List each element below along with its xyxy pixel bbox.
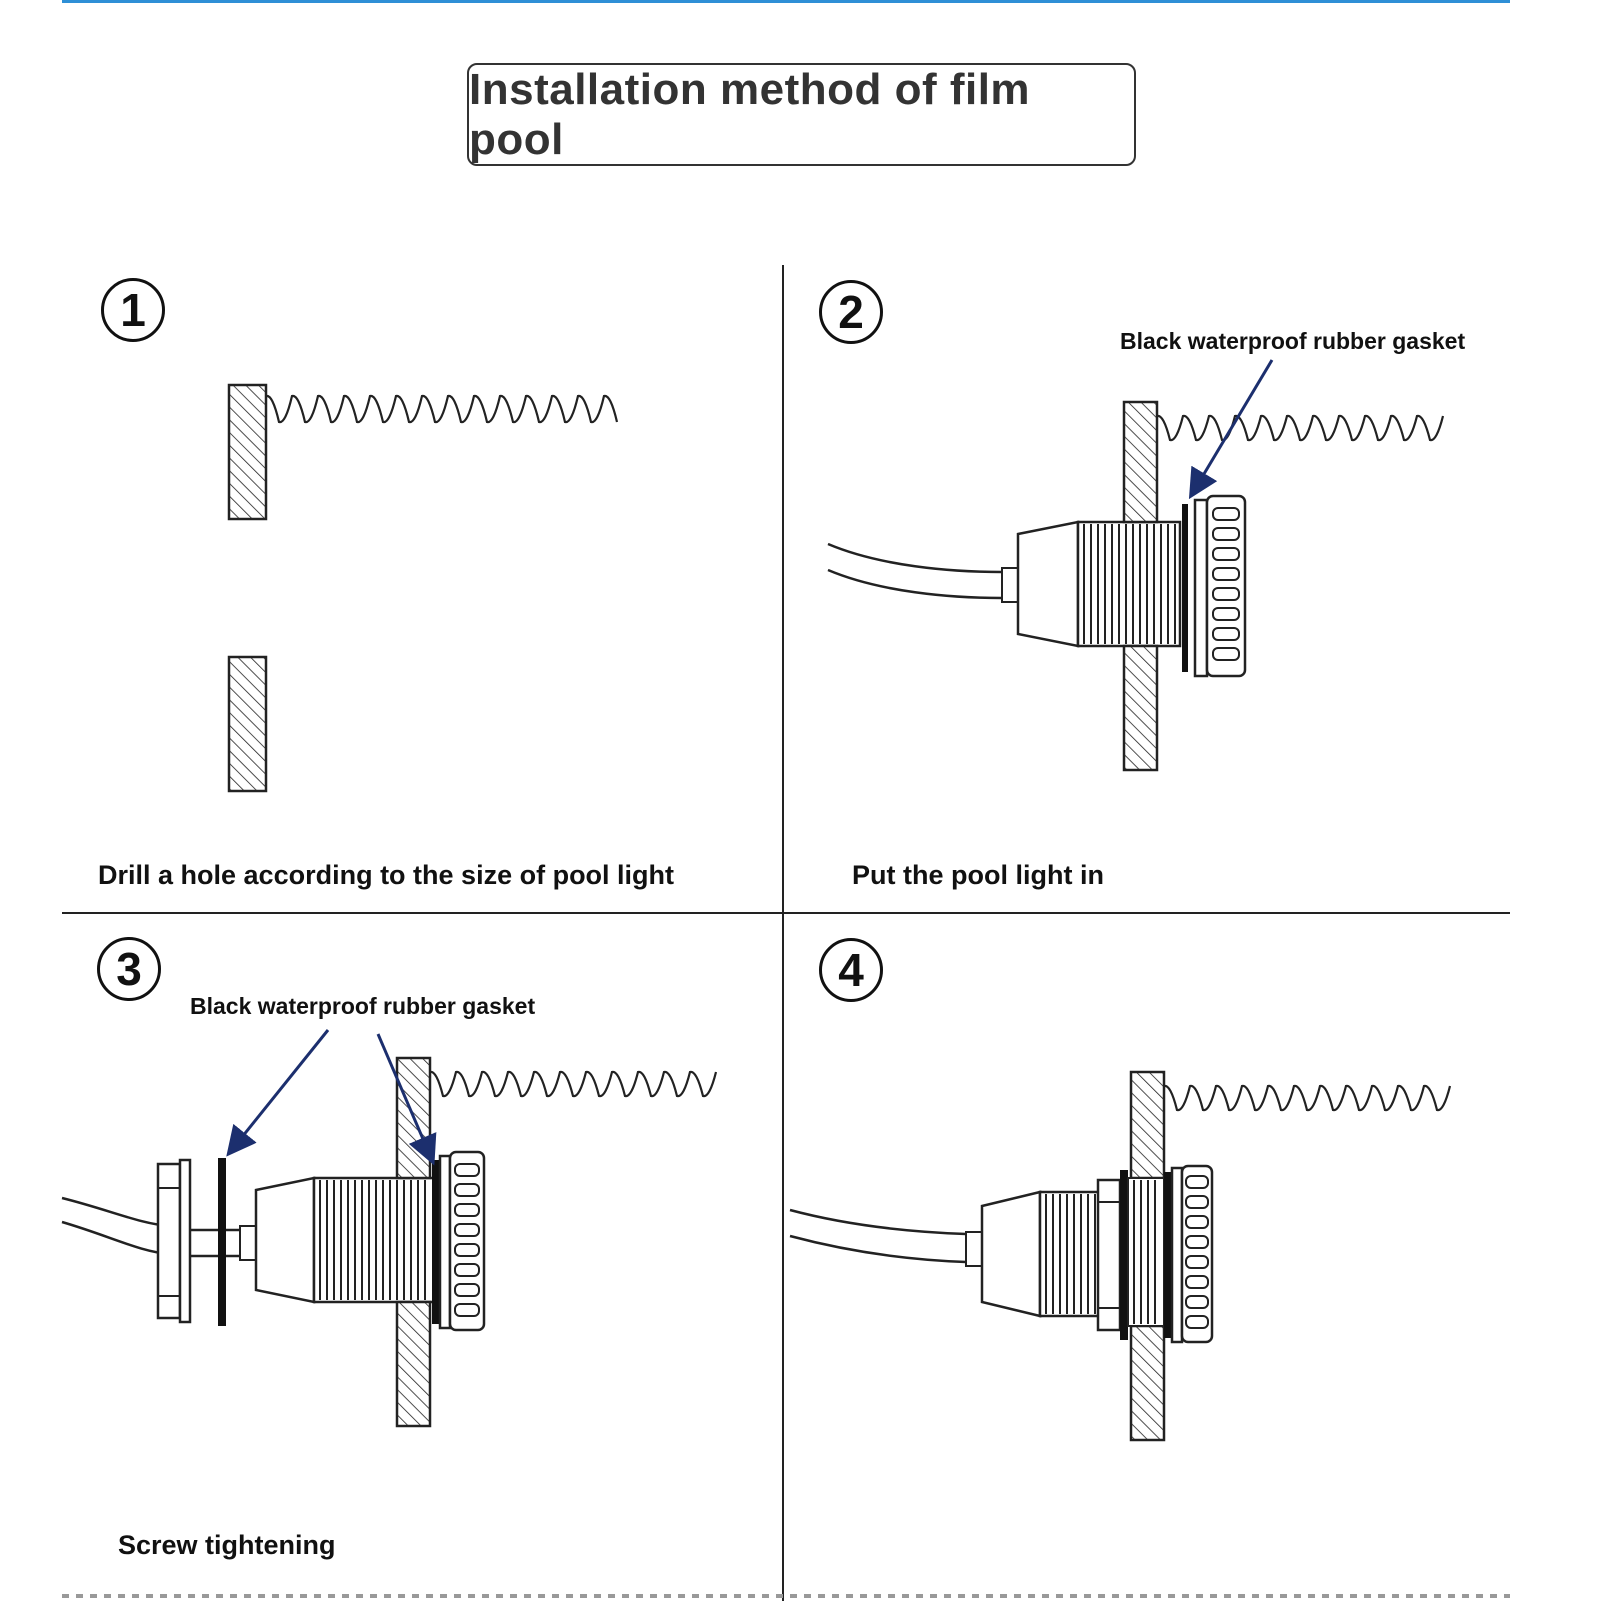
title-box: Installation method of film pool [467, 63, 1136, 166]
flange-teeth [454, 1163, 480, 1317]
cable-bottom [789, 1234, 967, 1264]
water-wave [429, 1070, 718, 1098]
step-3-number: 3 [97, 937, 161, 1001]
flange-tooth [454, 1263, 480, 1277]
light-body [1076, 520, 1182, 648]
light-threads [1045, 1194, 1096, 1314]
light-body [1038, 1190, 1102, 1318]
step-3-caption: Screw tightening [118, 1530, 336, 1560]
cable-top [61, 1196, 171, 1228]
flange-tooth [454, 1203, 480, 1217]
step-4-illustration [789, 1070, 1452, 1442]
wall-upper [1122, 400, 1159, 524]
flange-tooth [1185, 1295, 1209, 1309]
flange-tooth [1185, 1275, 1209, 1289]
flange-tooth [1185, 1175, 1209, 1189]
step-3-illustration [61, 1029, 718, 1428]
flange-tooth [454, 1223, 480, 1237]
flange-tooth [454, 1163, 480, 1177]
flange-tooth [1185, 1315, 1209, 1329]
step-2-illustration [827, 359, 1445, 772]
flange-tooth [1212, 587, 1240, 601]
flange-tooth [1212, 507, 1240, 521]
cable-bottom [827, 568, 1003, 600]
cable-top [789, 1208, 967, 1236]
vertical-divider [782, 265, 784, 1601]
locking-nut-rim [178, 1158, 192, 1324]
light-cone [254, 1176, 316, 1304]
rubber-gasket-rear [218, 1158, 226, 1326]
flange-tooth [1185, 1255, 1209, 1269]
gasket-arrow [1188, 359, 1274, 500]
gasket-arrow-front [376, 1033, 437, 1166]
step-1-caption: Drill a hole according to the size of po… [98, 860, 675, 890]
step-1-number: 1 [101, 278, 165, 342]
flange-tooth [1212, 627, 1240, 641]
flange-tooth [1212, 647, 1240, 661]
light-body [312, 1176, 436, 1304]
cable-top [827, 542, 1003, 574]
page-title: Installation method of film pool [469, 64, 1031, 164]
light-cone [980, 1190, 1042, 1318]
bottom-dashed-border [62, 1594, 1510, 1598]
flange-tooth [454, 1303, 480, 1317]
water-wave [1156, 414, 1445, 442]
step-2-gasket-label: Black waterproof rubber gasket [1120, 328, 1466, 354]
wall-lower [1122, 644, 1159, 772]
step-3-gasket-label: Black waterproof rubber gasket [190, 993, 536, 1019]
flange-teeth [1212, 507, 1240, 661]
wall-upper [227, 383, 268, 521]
flange-tooth [1185, 1235, 1209, 1249]
rubber-gasket [1182, 504, 1188, 672]
light-cone [1016, 520, 1080, 648]
wall-lower [395, 1300, 432, 1428]
cable-bottom [61, 1220, 171, 1256]
step-1-illustration [227, 383, 619, 793]
water-wave [265, 394, 619, 424]
flange-tooth [454, 1283, 480, 1297]
flange-tooth [1212, 547, 1240, 561]
wall-lower [1129, 1324, 1166, 1442]
step-2-number: 2 [819, 280, 883, 344]
flange-tooth [1185, 1215, 1209, 1229]
rubber-gasket-front [1164, 1172, 1172, 1338]
flange-tooth [1212, 607, 1240, 621]
flange-ring [1193, 498, 1209, 678]
light-threads [319, 1180, 426, 1300]
step-4-number: 4 [819, 938, 883, 1002]
cable-connector [239, 1225, 257, 1261]
rubber-gasket-rear [1120, 1170, 1128, 1340]
gasket-arrow-rear [226, 1029, 330, 1157]
flange-tooth [454, 1243, 480, 1257]
flange-tooth [454, 1183, 480, 1197]
flange-ring [438, 1154, 452, 1330]
flange-tooth [1212, 567, 1240, 581]
step-2-caption: Put the pool light in [852, 860, 1104, 890]
flange-tooth [1212, 527, 1240, 541]
water-wave [1163, 1084, 1452, 1112]
rubber-gasket-front [432, 1160, 440, 1324]
horizontal-divider [62, 912, 1510, 914]
flange-ring [1170, 1166, 1184, 1344]
flange-teeth [1185, 1175, 1209, 1329]
cable-connector [1001, 567, 1019, 603]
light-threads [1083, 524, 1176, 644]
cable-connector [965, 1231, 983, 1267]
flange-tooth [1185, 1195, 1209, 1209]
wall-upper [1129, 1070, 1166, 1180]
wall-lower [227, 655, 268, 793]
top-rule [62, 0, 1510, 3]
